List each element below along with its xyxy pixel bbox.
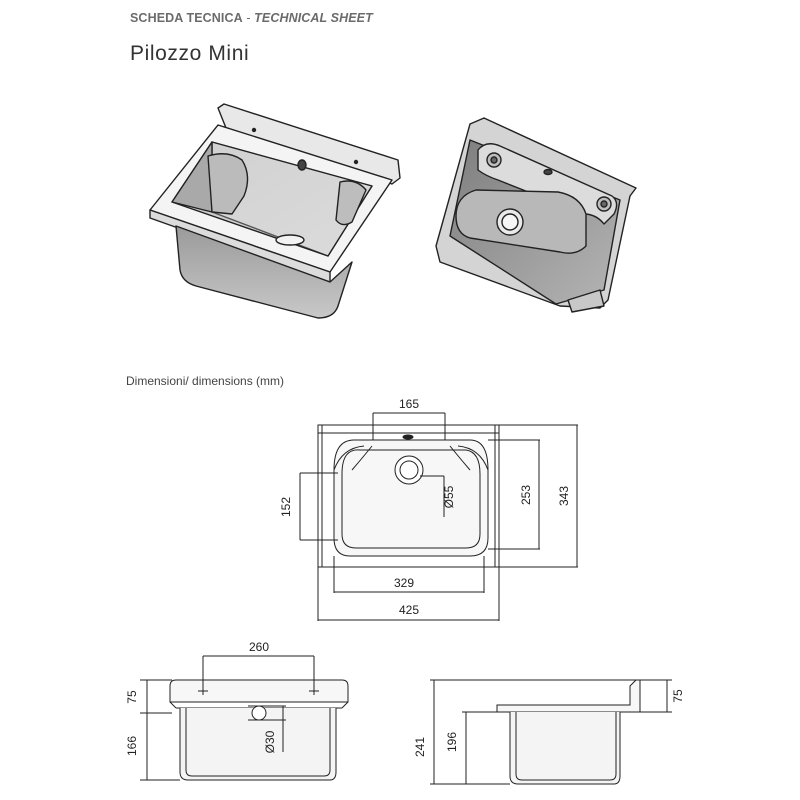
header-separator: -: [242, 11, 255, 25]
sheet-header: SCHEDA TECNICA - TECHNICAL SHEET: [130, 11, 373, 25]
dim-diameter-55: Ø55: [442, 485, 456, 508]
dim-side-75: 75: [671, 689, 685, 703]
dim-165: 165: [399, 397, 419, 411]
dim-241: 241: [413, 737, 427, 757]
sink-perspective-front-image: [149, 103, 401, 319]
dim-425: 425: [399, 603, 419, 617]
side-view-drawing: [430, 679, 672, 785]
dim-253: 253: [519, 485, 533, 505]
top-view-drawing: [299, 412, 578, 621]
front-view-drawing: [140, 655, 349, 781]
sink-perspective-underside-image: [435, 117, 637, 313]
dim-166: 166: [125, 736, 139, 756]
dim-152: 152: [279, 497, 293, 517]
header-label-english: TECHNICAL SHEET: [254, 11, 373, 25]
dimensions-caption: Dimensioni/ dimensions (mm): [126, 374, 285, 388]
dim-343: 343: [557, 486, 571, 506]
dim-329: 329: [394, 576, 414, 590]
dim-front-75: 75: [125, 690, 139, 704]
dim-diameter-30: Ø30: [263, 730, 277, 753]
header-label-italian: SCHEDA TECNICA: [130, 11, 243, 25]
dim-260: 260: [249, 640, 269, 654]
dim-196: 196: [445, 732, 459, 752]
product-title: Pilozzo Mini: [130, 42, 250, 65]
